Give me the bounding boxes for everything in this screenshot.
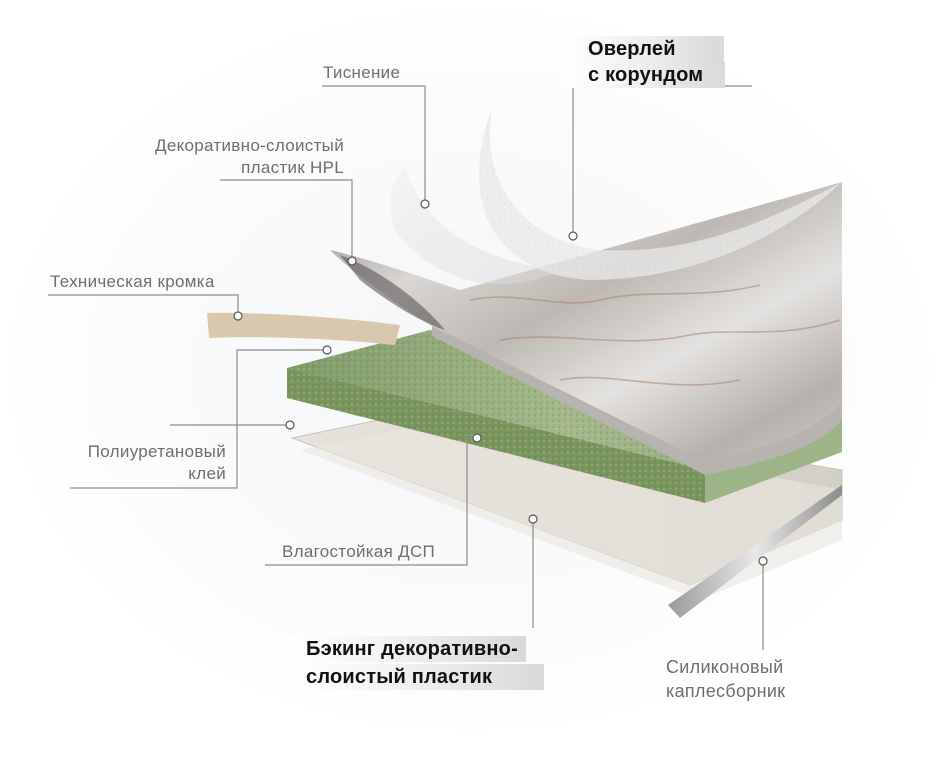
- leader-hpl: [220, 179, 353, 261]
- dot-chipboard: [472, 433, 482, 443]
- dot-glue-top: [322, 345, 332, 355]
- silicone-drip-catcher: [668, 485, 842, 618]
- label-backing-line1: Бэкинг декоративно-: [290, 636, 526, 662]
- label-embossing: Тиснение: [323, 63, 401, 82]
- label-chipboard: Влагостойкая ДСП: [282, 542, 436, 561]
- chipboard-front-speckle: [287, 368, 705, 503]
- dot-glue: [285, 420, 295, 430]
- hpl-marble-veins: [469, 284, 841, 386]
- label-overlay-line2: с корундом: [560, 62, 726, 88]
- label-glue-line1: Полиуретановый: [87, 442, 226, 461]
- label-drip-line2: каплесборник: [666, 681, 786, 701]
- dot-edge: [233, 311, 243, 321]
- leader-chipboard: [265, 437, 477, 566]
- dot-backing: [528, 514, 538, 524]
- leader-dots: [233, 199, 768, 566]
- label-drip-line1: Силиконовый: [666, 657, 784, 677]
- dot-embossing: [420, 199, 430, 209]
- label-edge: Техническая кромка: [50, 272, 215, 291]
- label-hpl-line1: Декоративно-слоистый: [155, 136, 344, 155]
- leader-lines: [48, 85, 764, 650]
- leader-embossing: [322, 85, 426, 204]
- backing-sheet-lower: [300, 418, 842, 600]
- technical-edge-strip: [207, 312, 400, 345]
- label-overlay-line1: Оверлей: [560, 36, 724, 62]
- dot-hpl: [347, 256, 357, 266]
- leader-edge: [48, 294, 239, 316]
- overlay-film-texture: [479, 108, 842, 280]
- embossing-film: [390, 165, 560, 285]
- label-backing-line2: слоистый пластик: [290, 664, 545, 690]
- label-hpl-line2: пластик HPL: [241, 158, 344, 177]
- hpl-marble-dark: [340, 255, 445, 330]
- label-glue-line2: клей: [188, 464, 226, 483]
- dot-overlay: [568, 231, 578, 241]
- leader-glue-bracket: [70, 349, 327, 489]
- dot-drip: [758, 556, 768, 566]
